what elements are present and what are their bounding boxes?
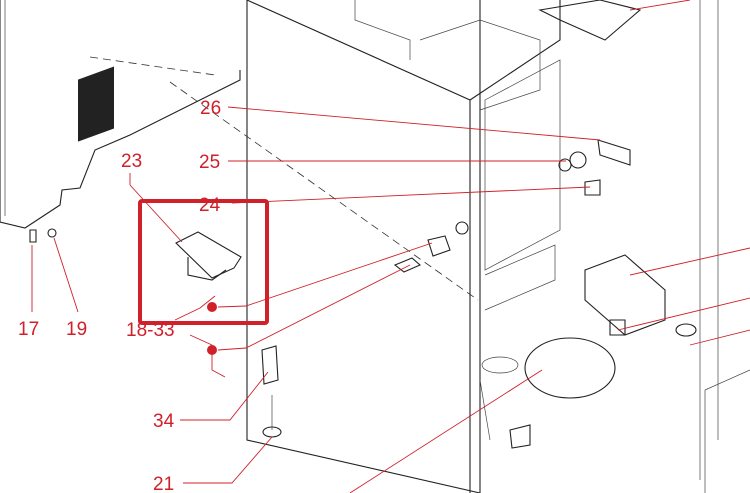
callout-25: 25 [199,152,220,173]
callout-18-33: 18-33 [126,320,175,341]
callout-34: 34 [153,411,175,432]
leader-lines [31,0,750,493]
parts [29,0,697,449]
callout-24: 24 [199,195,221,216]
vent-grille [78,66,114,142]
callout-19: 19 [66,319,87,340]
back-panel [0,0,479,301]
callout-17: 17 [18,319,39,340]
cabinet-body [246,0,750,493]
callout-26: 26 [200,98,221,119]
callout-dot [207,302,217,312]
callout-23: 23 [121,151,142,172]
callout-21: 21 [153,474,174,493]
highlight-box [138,199,269,325]
part-23-cover [175,231,242,279]
